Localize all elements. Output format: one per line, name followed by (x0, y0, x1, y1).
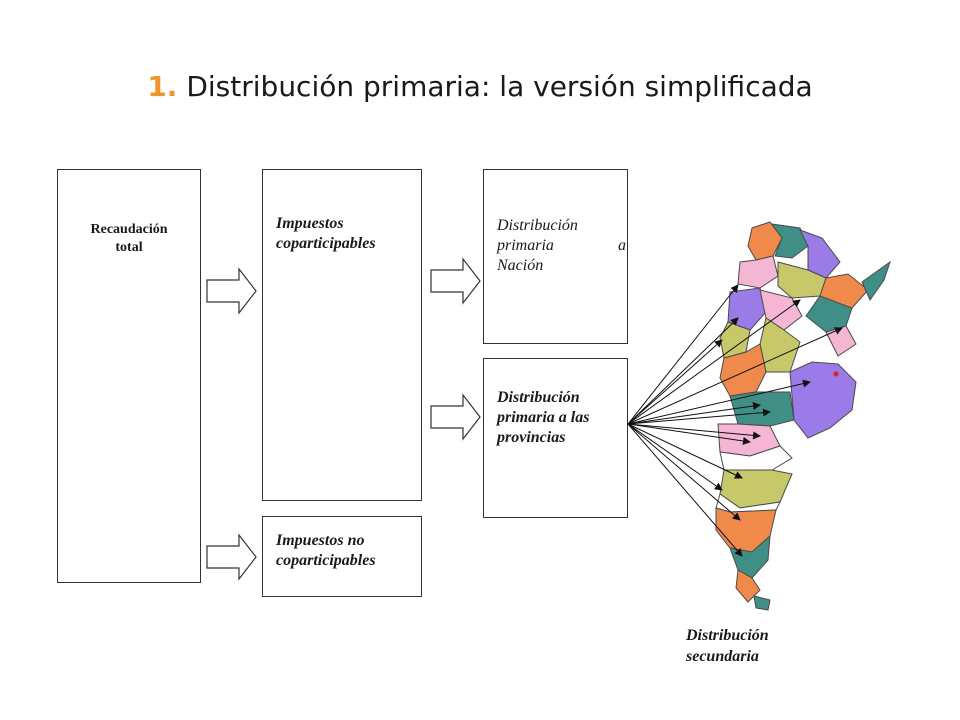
box-impuestos-no-coparticipables: Impuestos no coparticipables (262, 516, 422, 597)
nocopart-line2: coparticipables (276, 552, 376, 569)
secundaria-line2: secundaria (686, 647, 759, 665)
box-recaudacion-total: Recaudación total (57, 169, 201, 583)
block-arrow-right-icon (206, 267, 257, 315)
secundaria-line1: Distribución (686, 627, 769, 644)
block-arrow-right-icon (430, 257, 481, 305)
provincias-line1: Distribución (497, 389, 580, 406)
recaudacion-line2: total (115, 239, 143, 255)
title-number: 1. (147, 70, 178, 103)
nacion-line3: Nación (497, 257, 544, 274)
recaudacion-line1: Recaudación (90, 222, 168, 237)
label-distribucion-secundaria: Distribución secundaria (686, 626, 769, 668)
block-arrow-right-icon (430, 393, 481, 441)
box-distribucion-provincias: Distribución primaria a las provincias (483, 358, 628, 518)
capital-dot (833, 371, 839, 377)
title-text: Distribución primaria: la versión simpli… (186, 70, 813, 103)
copart-line1: Impuestos (276, 215, 344, 232)
box-distribucion-nacion: Distribución primaria a Nación (483, 169, 628, 344)
box-impuestos-coparticipables: Impuestos coparticipables (262, 169, 422, 501)
arrows-to-provinces (627, 284, 843, 557)
nocopart-line1: Impuestos no (276, 532, 365, 549)
argentina-map-icon (715, 221, 891, 611)
provincias-line2: primaria a las (497, 409, 590, 426)
block-arrow-right-icon (206, 533, 257, 581)
copart-line2: coparticipables (276, 235, 376, 252)
slide-title: 1. Distribución primaria: la versión sim… (0, 70, 960, 103)
nacion-line1: Distribución (497, 217, 578, 234)
nacion-line2b: a (618, 237, 626, 254)
provincias-line3: provincias (497, 429, 566, 446)
nacion-line2: primaria (497, 237, 554, 254)
